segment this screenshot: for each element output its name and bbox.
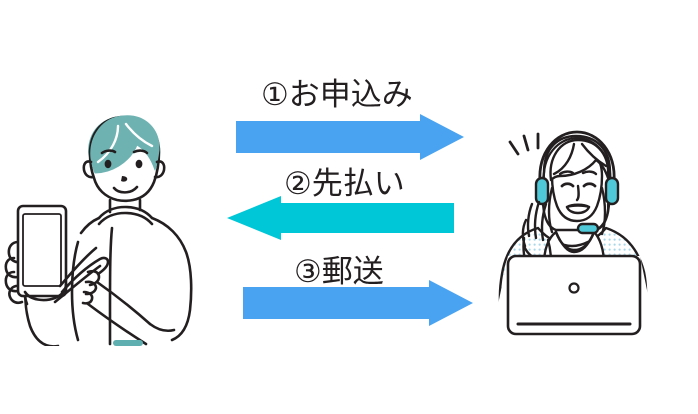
flow-step-1-label: ①お申込み <box>261 77 413 113</box>
customer-pointing-forearm <box>58 246 98 288</box>
motion-mark-1 <box>508 140 520 156</box>
headset-band <box>538 130 616 184</box>
operator-finger-1 <box>526 202 534 238</box>
operator-hair-front <box>549 138 610 182</box>
customer-body-left <box>70 240 80 342</box>
arrow-left-cyan <box>227 196 454 240</box>
accent-mark-1 <box>113 340 143 346</box>
customer-ear-left <box>82 160 95 179</box>
operator-eye-right <box>582 182 597 188</box>
headset-earpiece-left <box>534 176 550 206</box>
arrow-right-blue <box>236 114 464 160</box>
customer-eye-right <box>135 159 143 169</box>
customer-collar <box>97 205 154 220</box>
flow-step-2-label: ②先払い <box>284 166 405 202</box>
customer-smartphone-screen <box>22 213 62 287</box>
customer-body-right <box>150 216 193 342</box>
customer-ear-right <box>153 160 166 179</box>
flow-step-2-arrow <box>227 196 454 240</box>
operator-illustration <box>478 128 688 353</box>
flow-step-1-arrow <box>236 114 464 160</box>
operator-finger-3 <box>540 202 548 242</box>
headset-earpiece-right <box>604 176 620 206</box>
customer-sleeve <box>95 280 152 326</box>
headset-mic <box>576 222 600 235</box>
customer-eye-left <box>104 159 112 169</box>
arrow-right-blue-2 <box>243 280 473 326</box>
operator-eye-left <box>560 182 575 188</box>
flow-step-3-label: ③郵送 <box>294 254 384 290</box>
customer-index-finger <box>60 256 110 294</box>
customer-illustration <box>0 96 210 375</box>
flow-step-3-arrow <box>243 280 473 326</box>
customer-hand-thumb <box>7 240 23 264</box>
laptop-logo <box>568 282 580 294</box>
motion-mark-2 <box>522 134 530 152</box>
laptop-lid <box>506 254 642 336</box>
operator-finger-2 <box>533 200 541 240</box>
customer-hair-front <box>90 115 160 174</box>
